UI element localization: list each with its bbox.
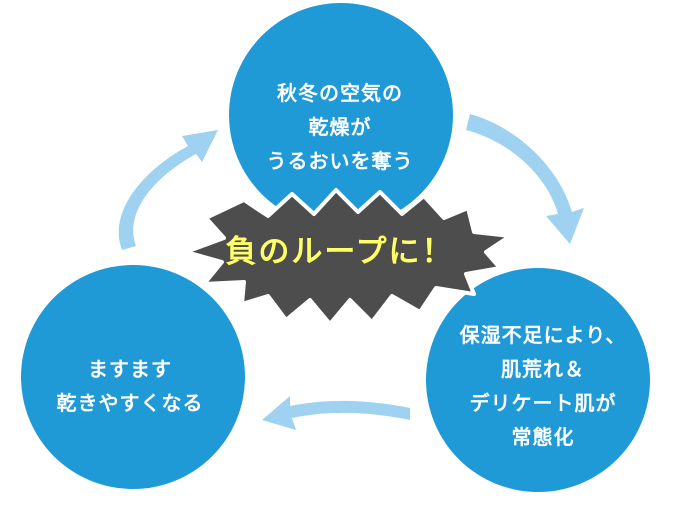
node-top-circle	[229, 3, 453, 227]
node-left-circle	[21, 265, 245, 489]
node-right-line-3: デリケート肌が	[469, 391, 617, 415]
center-label: 負のループに！	[225, 234, 455, 270]
node-top-line-3: うるおいを奪う	[266, 149, 414, 173]
node-right-line-4: 常態化	[511, 425, 575, 449]
node-left-line-2: 乾きやすくなる	[56, 391, 204, 415]
arrow-top-to-right	[466, 114, 584, 244]
center-burst	[184, 188, 512, 326]
node-left-line-1: ますます	[88, 357, 172, 381]
node-right-circle	[426, 268, 650, 492]
node-top-line-2: 乾燥が	[308, 115, 372, 139]
node-top-line-1: 秋冬の空気の	[277, 81, 403, 105]
node-right-line-1: 保湿不足により、	[459, 323, 627, 347]
node-right-label: 保湿不足により、 肌荒れ＆ デリケート肌が 常態化	[438, 318, 648, 454]
arrow-right-to-left	[262, 396, 410, 430]
node-right-line-2: 肌荒れ＆	[501, 357, 585, 381]
arrow-left-to-top	[118, 130, 218, 250]
node-left-label: ますます 乾きやすくなる	[30, 352, 230, 420]
node-top-label: 秋冬の空気の 乾燥が うるおいを奪う	[240, 76, 440, 178]
